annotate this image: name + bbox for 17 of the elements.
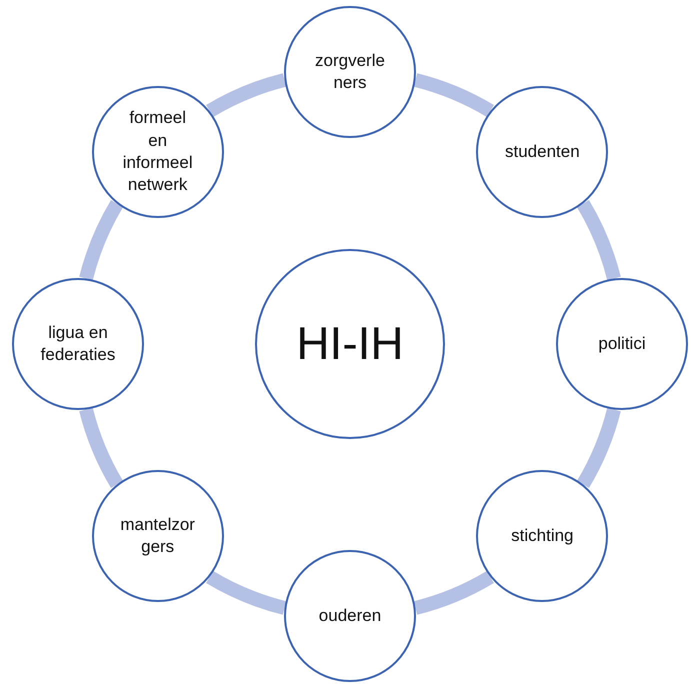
- connector-arc: [206, 570, 286, 615]
- connector-arc: [576, 200, 621, 280]
- node-label: zorgverle ners: [314, 50, 386, 94]
- connector-arc: [414, 570, 494, 615]
- connector-arc: [414, 73, 494, 118]
- node-label: formeel en informeel netwerk: [122, 107, 194, 196]
- node-label: mantelzor gers: [119, 514, 196, 558]
- node-label: ligua en federaties: [40, 322, 116, 366]
- node-label: politici: [598, 332, 646, 355]
- node-label: ouderen: [318, 604, 382, 627]
- connector-arc: [79, 200, 124, 280]
- node-label: studenten: [504, 140, 580, 163]
- node-label: stichting: [511, 525, 574, 548]
- connector-arc: [576, 408, 621, 488]
- connector-arc: [79, 408, 124, 488]
- connector-arc: [206, 73, 286, 118]
- center-title: HI-IH: [296, 316, 404, 372]
